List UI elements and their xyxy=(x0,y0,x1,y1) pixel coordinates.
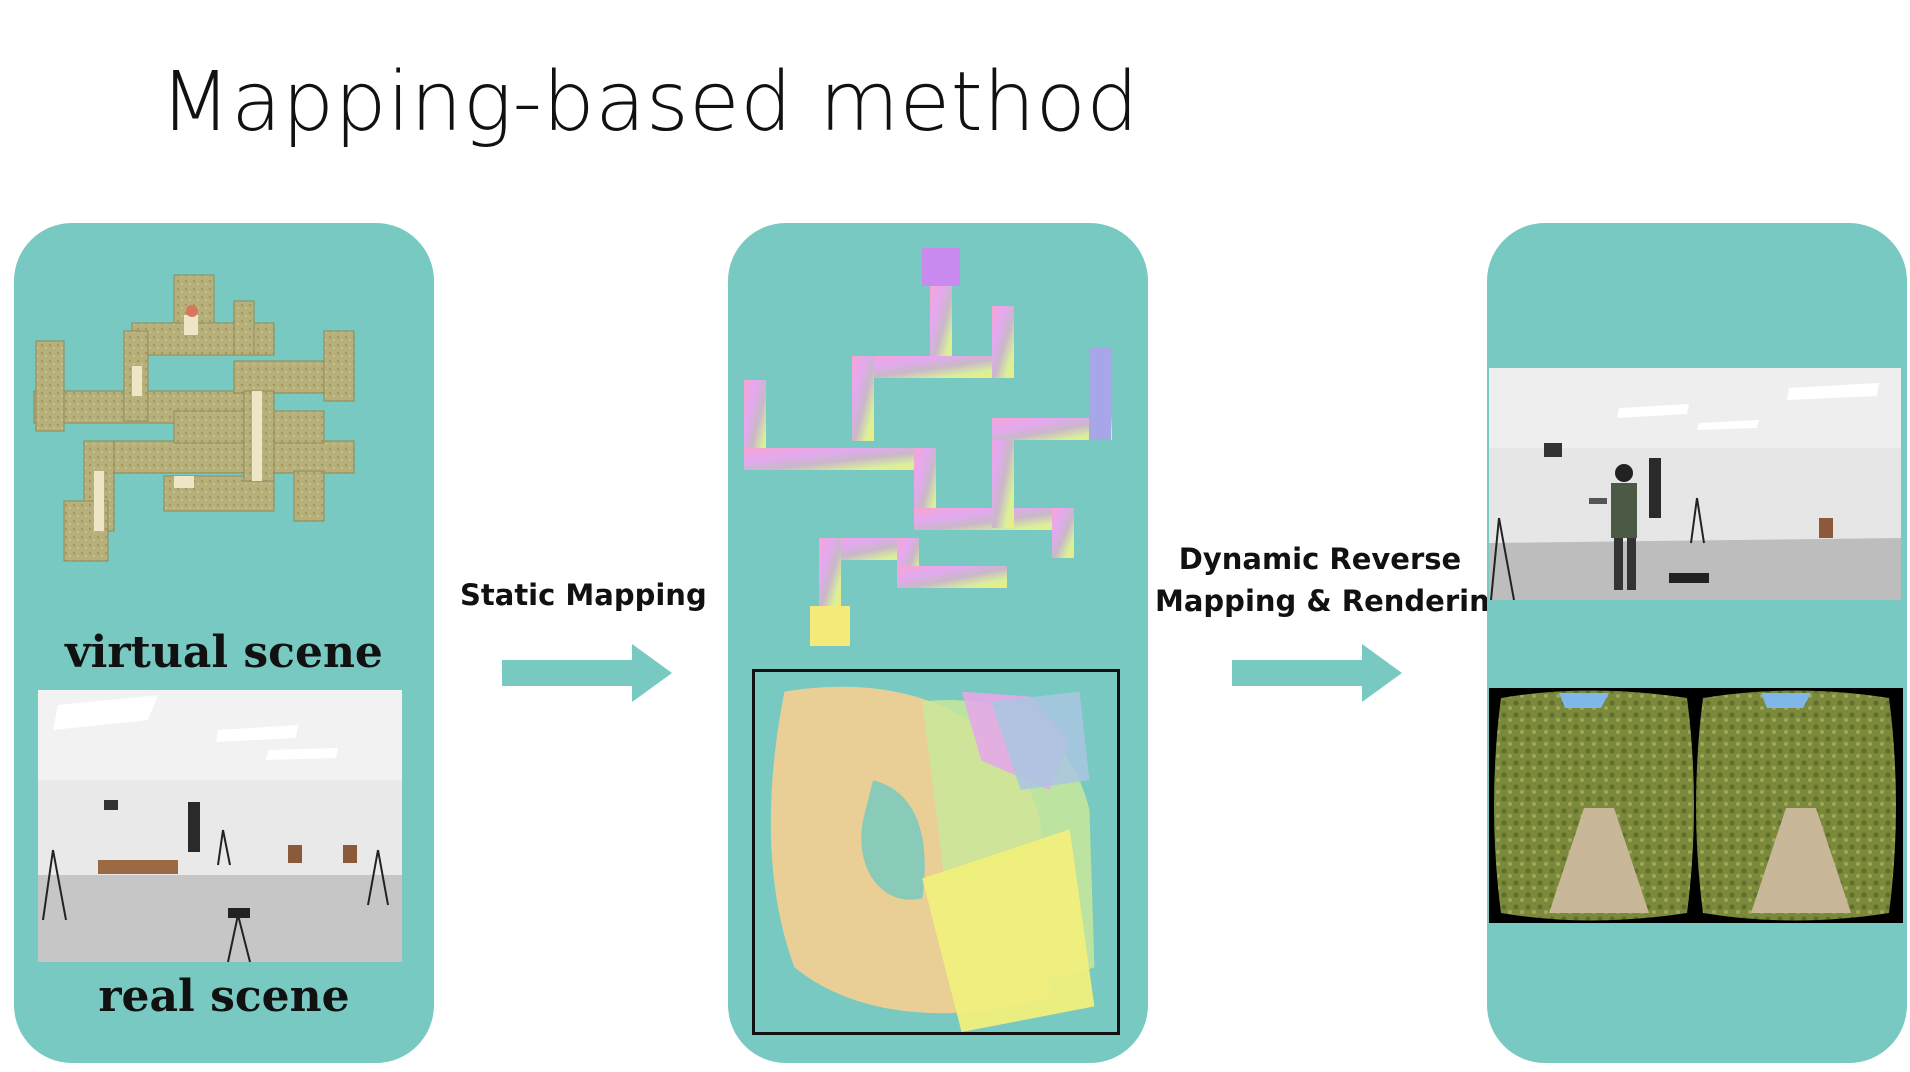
static-mapping-label: Static Mapping xyxy=(460,578,707,612)
dynamic-reverse-label-line2: Mapping & Rendering xyxy=(1155,584,1511,618)
slide-title: Mapping-based method xyxy=(160,55,1139,150)
dynamic-reverse-label-line1: Dynamic Reverse xyxy=(1178,542,1462,576)
virtual-maze-image xyxy=(24,271,429,611)
mapping-panel xyxy=(728,223,1148,1063)
physical-space-mapped-region xyxy=(752,669,1120,1035)
virtual-path-color-map xyxy=(744,248,1124,658)
static-mapping-arrow xyxy=(502,644,672,702)
dynamic-reverse-mapping-label: Dynamic Reverse Mapping & Rendering xyxy=(1155,538,1511,622)
real-room-photo xyxy=(38,690,402,962)
input-scenes-panel: virtual scene real scene xyxy=(14,223,434,1063)
output-panel xyxy=(1487,223,1907,1063)
real-scene-caption: real scene xyxy=(98,971,350,1022)
dynamic-reverse-mapping-arrow xyxy=(1232,644,1402,702)
user-walking-photo xyxy=(1489,368,1901,600)
vr-stereo-view xyxy=(1489,688,1903,923)
virtual-scene-caption: virtual scene xyxy=(65,627,383,678)
